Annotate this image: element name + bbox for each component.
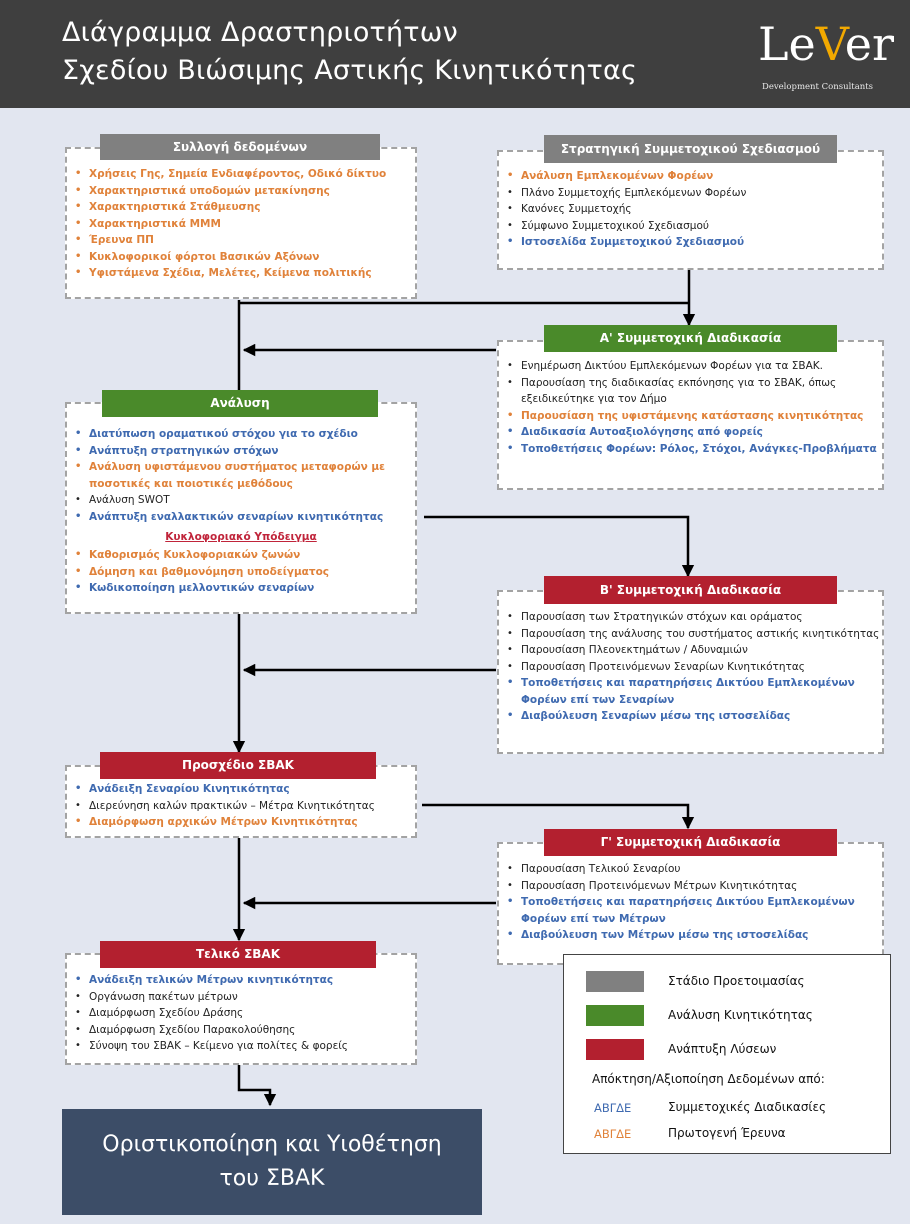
list-item: Παρουσίαση της ανάλυσης του συστήματος α… bbox=[499, 626, 882, 643]
draft-list: Ανάδειξη Σεναρίου ΚινητικότηταςΔιερεύνησ… bbox=[67, 781, 415, 831]
logo-wordmark: LeVer bbox=[758, 17, 894, 71]
list-item: Τοποθετήσεις Φορέων: Ρόλος, Στόχοι, Ανάγ… bbox=[499, 441, 882, 458]
list-item: Διαβούλευση των Μέτρων μέσω της ιστοσελί… bbox=[499, 927, 882, 944]
box-data-collection: Χρήσεις Γης, Σημεία Ενδιαφέροντος, Οδικό… bbox=[65, 147, 417, 299]
box-strategic-planning: Ανάλυση Εμπλεκομένων ΦορέωνΠλάνο Συμμετο… bbox=[497, 150, 884, 270]
data-collection-list: Χρήσεις Γης, Σημεία Ενδιαφέροντος, Οδικό… bbox=[67, 166, 415, 282]
list-item: Τοποθετήσεις και παρατηρήσεις Δικτύου Εμ… bbox=[499, 675, 882, 708]
label-strategic-planning: Στρατηγική Συμμετοχικού Σχεδιασμού bbox=[544, 135, 837, 163]
participatory-b-list: Παρουσίαση των Στρατηγικών στόχων και ορ… bbox=[499, 609, 882, 725]
legend-label-primary-research: Πρωτογενή Έρευνα bbox=[668, 1126, 786, 1140]
list-item: Χαρακτηριστικά Στάθμευσης bbox=[67, 199, 415, 216]
list-item: Οργάνωση πακέτων μέτρων bbox=[67, 989, 415, 1006]
list-item: Χαρακτηριστικά ΜΜΜ bbox=[67, 216, 415, 233]
list-item: Κανόνες Συμμετοχής bbox=[499, 201, 882, 218]
label-analysis: Ανάλυση bbox=[102, 390, 378, 417]
legend-label-preparation: Στάδιο Προετοιμασίας bbox=[668, 974, 805, 988]
arrow-draft-to-c bbox=[422, 803, 695, 830]
box-participatory-b: Παρουσίαση των Στρατηγικών στόχων και ορ… bbox=[497, 590, 884, 754]
list-item: Παρουσίαση Προτεινόμενων Σεναρίων Κινητι… bbox=[499, 659, 882, 676]
label-final-plan: Τελικό ΣΒΑΚ bbox=[100, 941, 376, 968]
list-item: Υφιστάμενα Σχέδια, Μελέτες, Κείμενα πολι… bbox=[67, 265, 415, 282]
arrow-final-to-adoption bbox=[237, 1065, 277, 1107]
list-item: Ανάδειξη τελικών Μέτρων κινητικότητας bbox=[67, 972, 415, 989]
list-item: Διατύπωση οραματικού στόχου για το σχέδι… bbox=[67, 426, 415, 443]
label-participatory-a: Α' Συμμετοχική Διαδικασία bbox=[544, 325, 837, 352]
logo-subtitle: Development Consultants bbox=[762, 82, 874, 92]
label-data-collection: Συλλογή δεδομένων bbox=[100, 134, 380, 160]
list-item: Ενημέρωση Δικτύου Εμπλεκόμενων Φορέων γι… bbox=[499, 358, 882, 375]
list-item: Καθορισμός Κυκλοφοριακών ζωνών bbox=[67, 547, 415, 564]
list-item: Χρήσεις Γης, Σημεία Ενδιαφέροντος, Οδικό… bbox=[67, 166, 415, 183]
box-analysis: Διατύπωση οραματικού στόχου για το σχέδι… bbox=[65, 402, 417, 614]
label-participatory-b: Β' Συμμετοχική Διαδικασία bbox=[544, 576, 837, 604]
list-item: Διαμόρφωση αρχικών Μέτρων Κινητικότητας bbox=[67, 814, 415, 831]
legend-swatch-red bbox=[586, 1039, 644, 1060]
list-item: Σύμφωνο Συμμετοχικού Σχεδιασμού bbox=[499, 218, 882, 235]
box-participatory-c: Παρουσίαση Τελικού ΣεναρίουΠαρουσίαση Πρ… bbox=[497, 842, 884, 965]
legend-code-orange: ΑΒΓΔΕ bbox=[594, 1127, 632, 1141]
lever-logo: LeVer Development Consultants bbox=[758, 14, 908, 100]
legend-label-participatory: Συμμετοχικές Διαδικασίες bbox=[668, 1100, 827, 1114]
list-item: Πλάνο Συμμετοχής Εμπλεκόμενων Φορέων bbox=[499, 185, 882, 202]
legend-swatch-green bbox=[586, 1005, 644, 1026]
traffic-model-heading: Κυκλοφοριακό Υπόδειγμα bbox=[165, 531, 317, 543]
list-item: Κωδικοποίηση μελλοντικών σεναρίων bbox=[67, 580, 415, 597]
list-item: Παρουσίαση Πλεονεκτημάτων / Αδυναμιών bbox=[499, 642, 882, 659]
list-item: Δόμηση και βαθμονόμηση υποδείγματος bbox=[67, 564, 415, 581]
analysis-list: Διατύπωση οραματικού στόχου για το σχέδι… bbox=[67, 426, 415, 525]
list-item: Ανάδειξη Σεναρίου Κινητικότητας bbox=[67, 781, 415, 798]
legend-heading: Απόκτηση/Αξιοποίηση Δεδομένων από: bbox=[592, 1072, 825, 1086]
adoption-box: Οριστικοποίηση και Υιοθέτηση του ΣΒΑΚ bbox=[62, 1109, 482, 1215]
list-item: Παρουσίαση Τελικού Σεναρίου bbox=[499, 861, 882, 878]
page-title: Διάγραμμα Δραστηριοτήτων Σχεδίου Βιώσιμη… bbox=[62, 14, 637, 90]
legend: Στάδιο Προετοιμασίας Ανάλυση Κινητικότητ… bbox=[563, 954, 891, 1154]
participatory-c-list: Παρουσίαση Τελικού ΣεναρίουΠαρουσίαση Πρ… bbox=[499, 861, 882, 944]
list-item: Ανάλυση Εμπλεκομένων Φορέων bbox=[499, 168, 882, 185]
label-draft: Προσχέδιο ΣΒΑΚ bbox=[100, 752, 376, 779]
list-item: Ανάπτυξη εναλλακτικών σεναρίων κινητικότ… bbox=[67, 509, 415, 526]
list-item: Ιστοσελίδα Συμμετοχικού Σχεδιασμού bbox=[499, 234, 882, 251]
list-item: Διαμόρφωση Σχεδίου Παρακολούθησης bbox=[67, 1022, 415, 1039]
arrow-analysis-to-b bbox=[424, 515, 695, 578]
list-item: Παρουσίαση της υφιστάμενης κατάστασης κι… bbox=[499, 408, 882, 425]
legend-label-solutions: Ανάπτυξη Λύσεων bbox=[668, 1042, 777, 1056]
title-line-1: Διάγραμμα Δραστηριοτήτων bbox=[62, 17, 458, 48]
list-item: Τοποθετήσεις και παρατηρήσεις Δικτύου Εμ… bbox=[499, 894, 882, 927]
strategic-planning-list: Ανάλυση Εμπλεκομένων ΦορέωνΠλάνο Συμμετο… bbox=[499, 168, 882, 251]
list-item: Διερεύνηση καλών πρακτικών – Μέτρα Κινητ… bbox=[67, 798, 415, 815]
traffic-model-list: Καθορισμός Κυκλοφοριακών ζωνώνΔόμηση και… bbox=[67, 547, 415, 597]
box-participatory-a: Ενημέρωση Δικτύου Εμπλεκόμενων Φορέων γι… bbox=[497, 340, 884, 490]
list-item: Χαρακτηριστικά υποδομών μετακίνησης bbox=[67, 183, 415, 200]
list-item: Κυκλοφορικοί φόρτοι Βασικών Αξόνων bbox=[67, 249, 415, 266]
list-item: Παρουσίαση Προτεινόμενων Μέτρων Κινητικό… bbox=[499, 878, 882, 895]
label-participatory-c: Γ' Συμμετοχική Διαδικασία bbox=[544, 829, 837, 856]
adoption-line-2: του ΣΒΑΚ bbox=[219, 1166, 325, 1191]
participatory-a-list: Ενημέρωση Δικτύου Εμπλεκόμενων Φορέων γι… bbox=[499, 358, 882, 457]
list-item: Παρουσίαση της διαδικασίας εκπόνησης για… bbox=[499, 375, 882, 408]
legend-swatch-gray bbox=[586, 971, 644, 992]
list-item: Διαμόρφωση Σχεδίου Δράσης bbox=[67, 1005, 415, 1022]
list-item: Σύνοψη του ΣΒΑΚ – Κείμενο για πολίτες & … bbox=[67, 1038, 415, 1055]
list-item: Έρευνα ΠΠ bbox=[67, 232, 415, 249]
header-bar: Διάγραμμα Δραστηριοτήτων Σχεδίου Βιώσιμη… bbox=[0, 0, 910, 108]
title-line-2: Σχεδίου Βιώσιμης Αστικής Κινητικότητας bbox=[62, 55, 638, 86]
list-item: Παρουσίαση των Στρατηγικών στόχων και ορ… bbox=[499, 609, 882, 626]
list-item: Διαβούλευση Σεναρίων μέσω της ιστοσελίδα… bbox=[499, 708, 882, 725]
list-item: Ανάλυση υφιστάμενου συστήματος μεταφορών… bbox=[67, 459, 415, 492]
legend-label-analysis: Ανάλυση Κινητικότητας bbox=[668, 1008, 813, 1022]
adoption-line-1: Οριστικοποίηση και Υιοθέτηση bbox=[102, 1132, 442, 1157]
legend-code-blue: ΑΒΓΔΕ bbox=[594, 1101, 632, 1115]
list-item: Ανάπτυξη στρατηγικών στόχων bbox=[67, 443, 415, 460]
final-plan-list: Ανάδειξη τελικών Μέτρων κινητικότηταςΟργ… bbox=[67, 972, 415, 1055]
box-final-plan: Ανάδειξη τελικών Μέτρων κινητικότηταςΟργ… bbox=[65, 953, 417, 1065]
list-item: Ανάλυση SWOT bbox=[67, 492, 415, 509]
list-item: Διαδικασία Αυτοαξιολόγησης από φορείς bbox=[499, 424, 882, 441]
